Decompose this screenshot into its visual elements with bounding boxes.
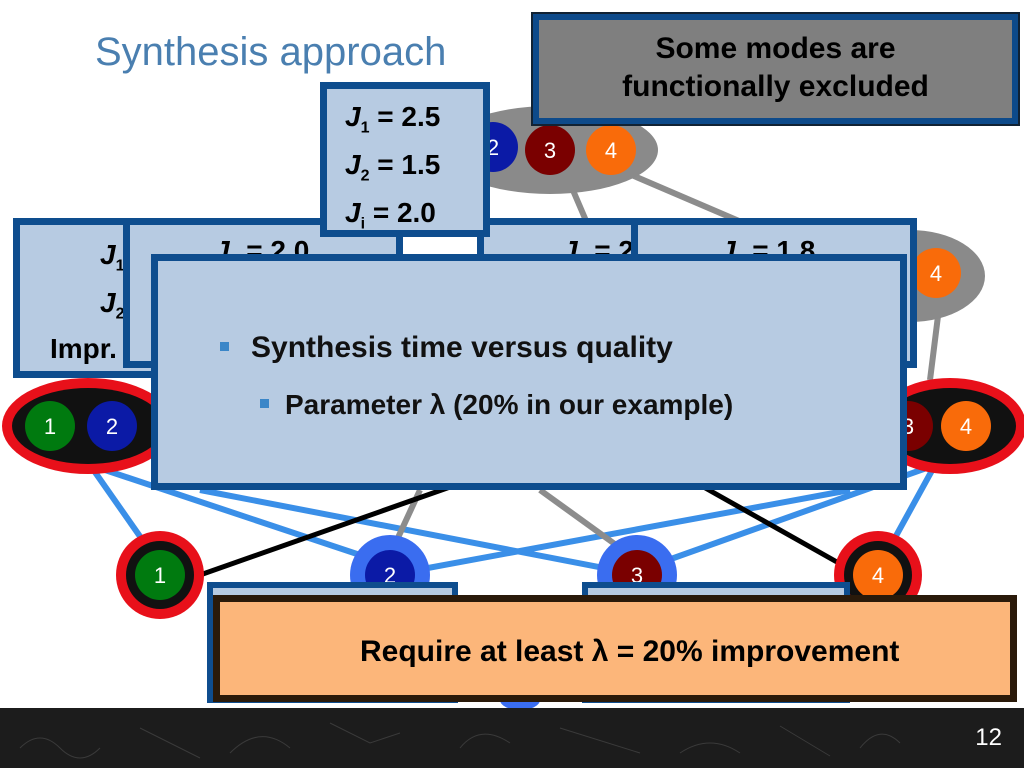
- slide-footer: 12: [0, 708, 1024, 768]
- improvement-requirement-callout: Require at least λ = 20% improvement: [213, 595, 1017, 702]
- slide-title: Synthesis approach: [95, 30, 447, 74]
- edge: [389, 487, 851, 578]
- mid-right-selected-set: 3 4: [874, 378, 1024, 474]
- cost-var: J: [100, 239, 116, 270]
- cost-line: J1: [100, 239, 125, 275]
- node-2: [87, 401, 137, 451]
- node-label: 1: [44, 414, 56, 439]
- node-label: 4: [930, 261, 942, 286]
- node-3: [525, 125, 575, 175]
- edge-selected: [698, 482, 862, 578]
- node-4: [911, 248, 961, 298]
- excluded-modes-callout: Some modes are functionally excluded: [531, 12, 1020, 126]
- edge: [89, 462, 391, 568]
- page-number: 12: [975, 724, 1002, 751]
- node-label: 4: [960, 414, 972, 439]
- footer-texture: [19, 722, 901, 759]
- cost-box-top: J1 = 2.5 J2 = 1.5 Ji = 2.0: [320, 82, 490, 237]
- node-4: [586, 125, 636, 175]
- bullet-text: Parameter λ (20% in our example): [285, 389, 734, 420]
- bullet-icon: [220, 341, 229, 351]
- improvement-label: Impr.: [50, 333, 117, 364]
- node-label: 2: [106, 414, 118, 439]
- bullet-icon: [260, 399, 269, 409]
- node-1: [135, 550, 185, 600]
- cost-value: = 1.5: [377, 149, 441, 180]
- graph-edges: [87, 147, 943, 578]
- node-1: [25, 401, 75, 451]
- node-label: 4: [605, 138, 617, 163]
- cost-line: J2: [100, 287, 125, 323]
- node-label: 4: [872, 563, 884, 588]
- sub-bullet-item: Parameter λ (20% in our example): [260, 389, 733, 421]
- cost-var: J: [100, 287, 116, 318]
- cost-value: = 2.5: [377, 101, 441, 132]
- cost-value: = 2.0: [372, 197, 436, 228]
- bullet-item: Synthesis time versus quality: [220, 331, 673, 365]
- node-4: [941, 401, 991, 451]
- node-label: 3: [631, 563, 643, 588]
- node-label: 3: [544, 138, 556, 163]
- callout-text: Require at least λ = 20% improvement: [360, 635, 900, 668]
- edge: [199, 487, 641, 578]
- mid-left-mode-set: 1 2: [2, 378, 174, 474]
- bullet-text: Synthesis time versus quality: [251, 331, 673, 364]
- main-content-box: Synthesis time versus quality Parameter …: [151, 254, 907, 490]
- cost-line-j2: J2 = 1.5: [345, 149, 441, 185]
- node-label: 1: [154, 563, 166, 588]
- top-mode-set: 2 3 4: [442, 106, 658, 194]
- callout-line-1: Some modes are: [655, 32, 896, 65]
- callout-line-2: functionally excluded: [622, 70, 929, 103]
- node-4: [853, 550, 903, 600]
- node-label: 2: [384, 563, 396, 588]
- edge-selected: [199, 477, 471, 578]
- cost-line-j1: J1 = 2.5: [345, 101, 441, 137]
- cost-line-j3: Ji = 2.0: [345, 197, 436, 233]
